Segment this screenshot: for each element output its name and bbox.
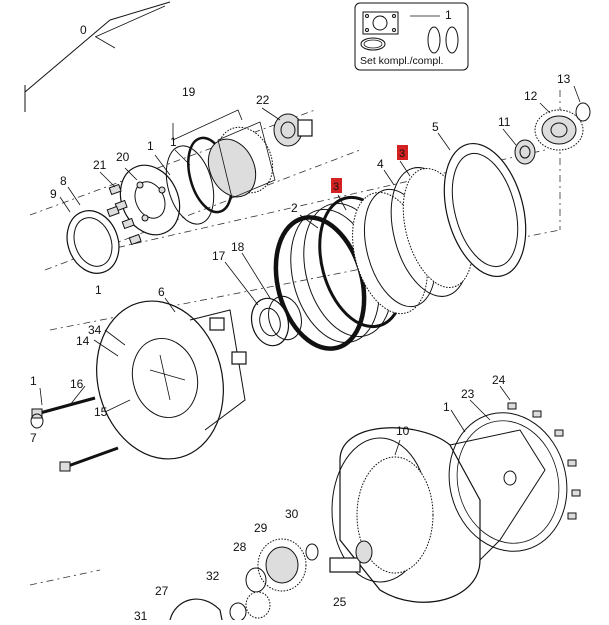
shaft-22[interactable]: [273, 113, 313, 147]
callout-7[interactable]: 7: [30, 431, 37, 445]
circlip-13[interactable]: [575, 102, 591, 122]
bolts-21[interactable]: [106, 183, 142, 246]
housing-ring-5[interactable]: [431, 134, 540, 285]
highlight-part-3-lower: [331, 178, 342, 193]
bolts-24[interactable]: [507, 402, 581, 520]
callout-6[interactable]: 6: [158, 285, 165, 299]
callout-1-c[interactable]: 1: [95, 283, 102, 297]
seal-kit-inset[interactable]: 1 Set kompl./compl.: [354, 2, 469, 71]
input-shaft-25[interactable]: [329, 540, 373, 573]
callout-labels: 0 1 1 1 1 1 2 3 3 4 5 6 7 8 9 10 11 12 1…: [30, 23, 571, 623]
callout-1-b[interactable]: 1: [170, 135, 177, 149]
callout-11[interactable]: 11: [498, 115, 511, 129]
callout-16[interactable]: 16: [70, 377, 84, 391]
callout-17[interactable]: 17: [212, 249, 226, 263]
upper-assembly-envelope: [24, 1, 561, 586]
callout-3-upper[interactable]: 3: [399, 148, 405, 160]
callout-18[interactable]: 18: [231, 240, 245, 254]
stud-7[interactable]: [59, 446, 119, 472]
callout-1-d[interactable]: 1: [30, 374, 37, 388]
planet-carrier-6[interactable]: [79, 287, 247, 474]
pinion-11[interactable]: [514, 139, 536, 165]
bearing-28[interactable]: [245, 567, 267, 593]
leader-lines: [39, 5, 581, 456]
callout-21[interactable]: 21: [93, 158, 107, 172]
callout-30[interactable]: 30: [285, 507, 299, 521]
cover-plate-23[interactable]: [434, 399, 582, 564]
kit-number-label: 1: [445, 8, 452, 22]
callout-22[interactable]: 22: [256, 93, 270, 107]
clutch-pack-19[interactable]: [199, 118, 283, 204]
callout-14[interactable]: 14: [76, 334, 90, 348]
callout-23[interactable]: 23: [461, 387, 475, 401]
highlight-part-3-upper: [397, 145, 408, 160]
callout-4[interactable]: 4: [377, 157, 384, 171]
callout-31[interactable]: 31: [134, 609, 148, 623]
washer-7[interactable]: [30, 413, 44, 429]
callout-15[interactable]: 15: [94, 405, 108, 419]
callout-10[interactable]: 10: [396, 424, 410, 438]
callout-25[interactable]: 25: [333, 595, 347, 609]
callout-34[interactable]: 34: [88, 323, 102, 337]
gear-29[interactable]: [257, 538, 307, 592]
snap-ring-30[interactable]: [305, 543, 319, 561]
callout-8[interactable]: 8: [60, 174, 67, 188]
flange-20[interactable]: [109, 156, 190, 245]
callout-12[interactable]: 12: [524, 89, 538, 103]
planet-gear-32[interactable]: [229, 591, 271, 622]
callout-28[interactable]: 28: [233, 540, 247, 554]
callout-29[interactable]: 29: [254, 521, 268, 535]
bearing-17-18[interactable]: [246, 293, 306, 350]
callout-5[interactable]: 5: [432, 120, 439, 134]
callout-2[interactable]: 2: [291, 201, 298, 215]
callout-24[interactable]: 24: [492, 373, 506, 387]
sun-gear-12[interactable]: [534, 109, 584, 151]
callout-0[interactable]: 0: [80, 23, 87, 37]
callout-1-a[interactable]: 1: [147, 139, 154, 153]
retaining-ring-9[interactable]: [59, 203, 128, 280]
callout-1-e[interactable]: 1: [443, 400, 450, 414]
kit-caption: Set kompl./compl.: [360, 55, 443, 67]
callout-19[interactable]: 19: [182, 85, 196, 99]
callout-20[interactable]: 20: [116, 150, 130, 164]
callout-32[interactable]: 32: [206, 569, 220, 583]
callout-27[interactable]: 27: [155, 584, 169, 598]
carrier-27-31[interactable]: [169, 598, 223, 621]
callout-3-lower[interactable]: 3: [333, 181, 339, 193]
main-housing-10[interactable]: [331, 427, 546, 603]
callout-9[interactable]: 9: [50, 187, 57, 201]
callout-13[interactable]: 13: [557, 72, 571, 86]
